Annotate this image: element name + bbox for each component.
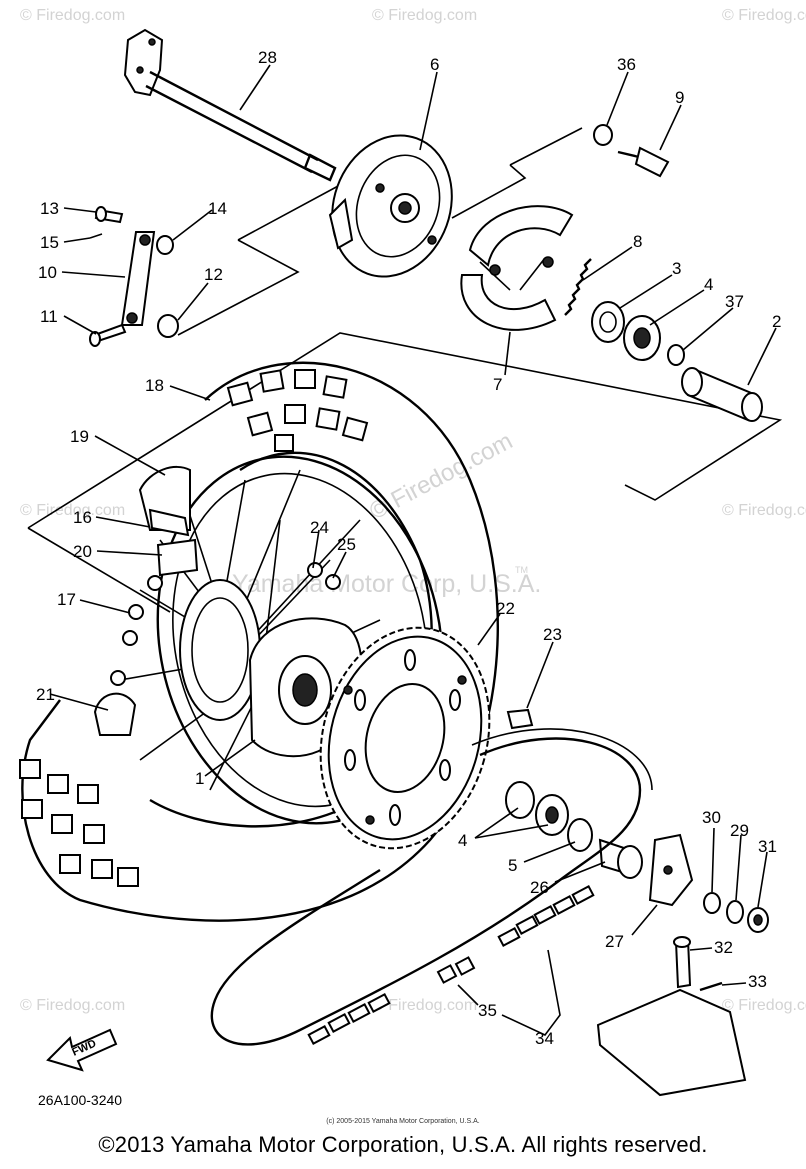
watermark-bottom-right: © Firedog.com <box>722 997 806 1014</box>
callout-9: 9 <box>675 88 684 107</box>
sprocket-bolt-part <box>506 708 534 730</box>
swingarm-part <box>596 988 747 1097</box>
callout-30: 30 <box>702 808 721 827</box>
torque-arm-part <box>89 206 179 347</box>
callout-15: 15 <box>40 233 59 252</box>
tire-tread-bottom <box>19 759 139 887</box>
chain-adjuster-part <box>648 833 769 933</box>
callout-4-right: 4 <box>704 275 713 294</box>
callout-35: 35 <box>478 1001 497 1020</box>
callout-16: 16 <box>73 508 92 527</box>
watermark-mid-left: © Firedog.com <box>20 502 125 519</box>
callout-21: 21 <box>36 685 55 704</box>
sprocket-part <box>319 626 491 850</box>
callout-11: 11 <box>40 307 58 326</box>
chain-puller-bolt-part <box>673 936 723 992</box>
watermark-tm: TM <box>515 565 528 575</box>
watermark-bottom-center: © Firedog.com <box>372 997 477 1014</box>
callout-28: 28 <box>258 48 277 67</box>
cam-lever-part <box>593 124 670 178</box>
callout-20: 20 <box>73 542 92 561</box>
callout-13: 13 <box>40 199 59 218</box>
callout-4-left: 4 <box>458 831 467 850</box>
chain-link-segment <box>307 885 595 1045</box>
callout-36: 36 <box>617 55 636 74</box>
callout-14: 14 <box>208 199 227 218</box>
callout-37: 37 <box>725 292 744 311</box>
callout-7: 7 <box>493 375 502 394</box>
copyright-small: (c) 2005-2015 Yamaha Motor Corporation, … <box>326 1118 480 1125</box>
callout-8: 8 <box>633 232 642 251</box>
tire-tread-top <box>226 369 369 452</box>
callout-17: 17 <box>57 590 76 609</box>
hub-bearings-right <box>591 301 763 422</box>
callout-23: 23 <box>543 625 562 644</box>
callout-34: 34 <box>535 1029 554 1048</box>
hub-bearings-left <box>505 781 643 879</box>
callout-29: 29 <box>730 821 749 840</box>
brake-shoe-part <box>460 205 574 331</box>
callout-labels: 28 6 36 9 13 14 15 10 12 11 8 3 4 37 2 7… <box>36 48 781 1048</box>
callout-1: 1 <box>195 769 204 788</box>
callout-2: 2 <box>772 312 781 331</box>
callout-33: 33 <box>748 972 767 991</box>
callout-32: 32 <box>714 938 733 957</box>
callout-22: 22 <box>496 599 515 618</box>
leader-lines <box>49 64 777 1036</box>
spring-part <box>564 258 592 316</box>
callout-5: 5 <box>508 856 517 875</box>
callout-12: 12 <box>204 265 223 284</box>
callout-24: 24 <box>310 518 329 537</box>
watermark-top-right: © Firedog.com <box>722 7 806 24</box>
forward-arrow: FWD <box>46 1028 118 1072</box>
callout-3: 3 <box>672 259 681 278</box>
callout-6: 6 <box>430 55 439 74</box>
callout-19: 19 <box>70 427 89 446</box>
watermark-center-owner: Yamaha Motor Corp, U.S.A. <box>232 570 541 598</box>
callout-27: 27 <box>605 932 624 951</box>
callout-26: 26 <box>530 878 549 897</box>
copyright-notice: ©2013 Yamaha Motor Corporation, U.S.A. A… <box>98 1132 708 1157</box>
callout-25: 25 <box>337 535 356 554</box>
watermark-bottom-left: © Firedog.com <box>20 997 125 1014</box>
callout-18: 18 <box>145 376 164 395</box>
watermark-top-left: © Firedog.com <box>20 7 125 24</box>
watermark-top-center: © Firedog.com <box>372 7 477 24</box>
drawing-code: 26A100-3240 <box>38 1092 123 1108</box>
callout-31: 31 <box>758 837 777 856</box>
drive-chain-part <box>210 728 653 1046</box>
callout-10: 10 <box>38 263 57 282</box>
brake-plate-part <box>328 134 453 278</box>
axle-part <box>123 28 337 182</box>
watermark-mid-right: © Firedog.com <box>722 502 806 519</box>
